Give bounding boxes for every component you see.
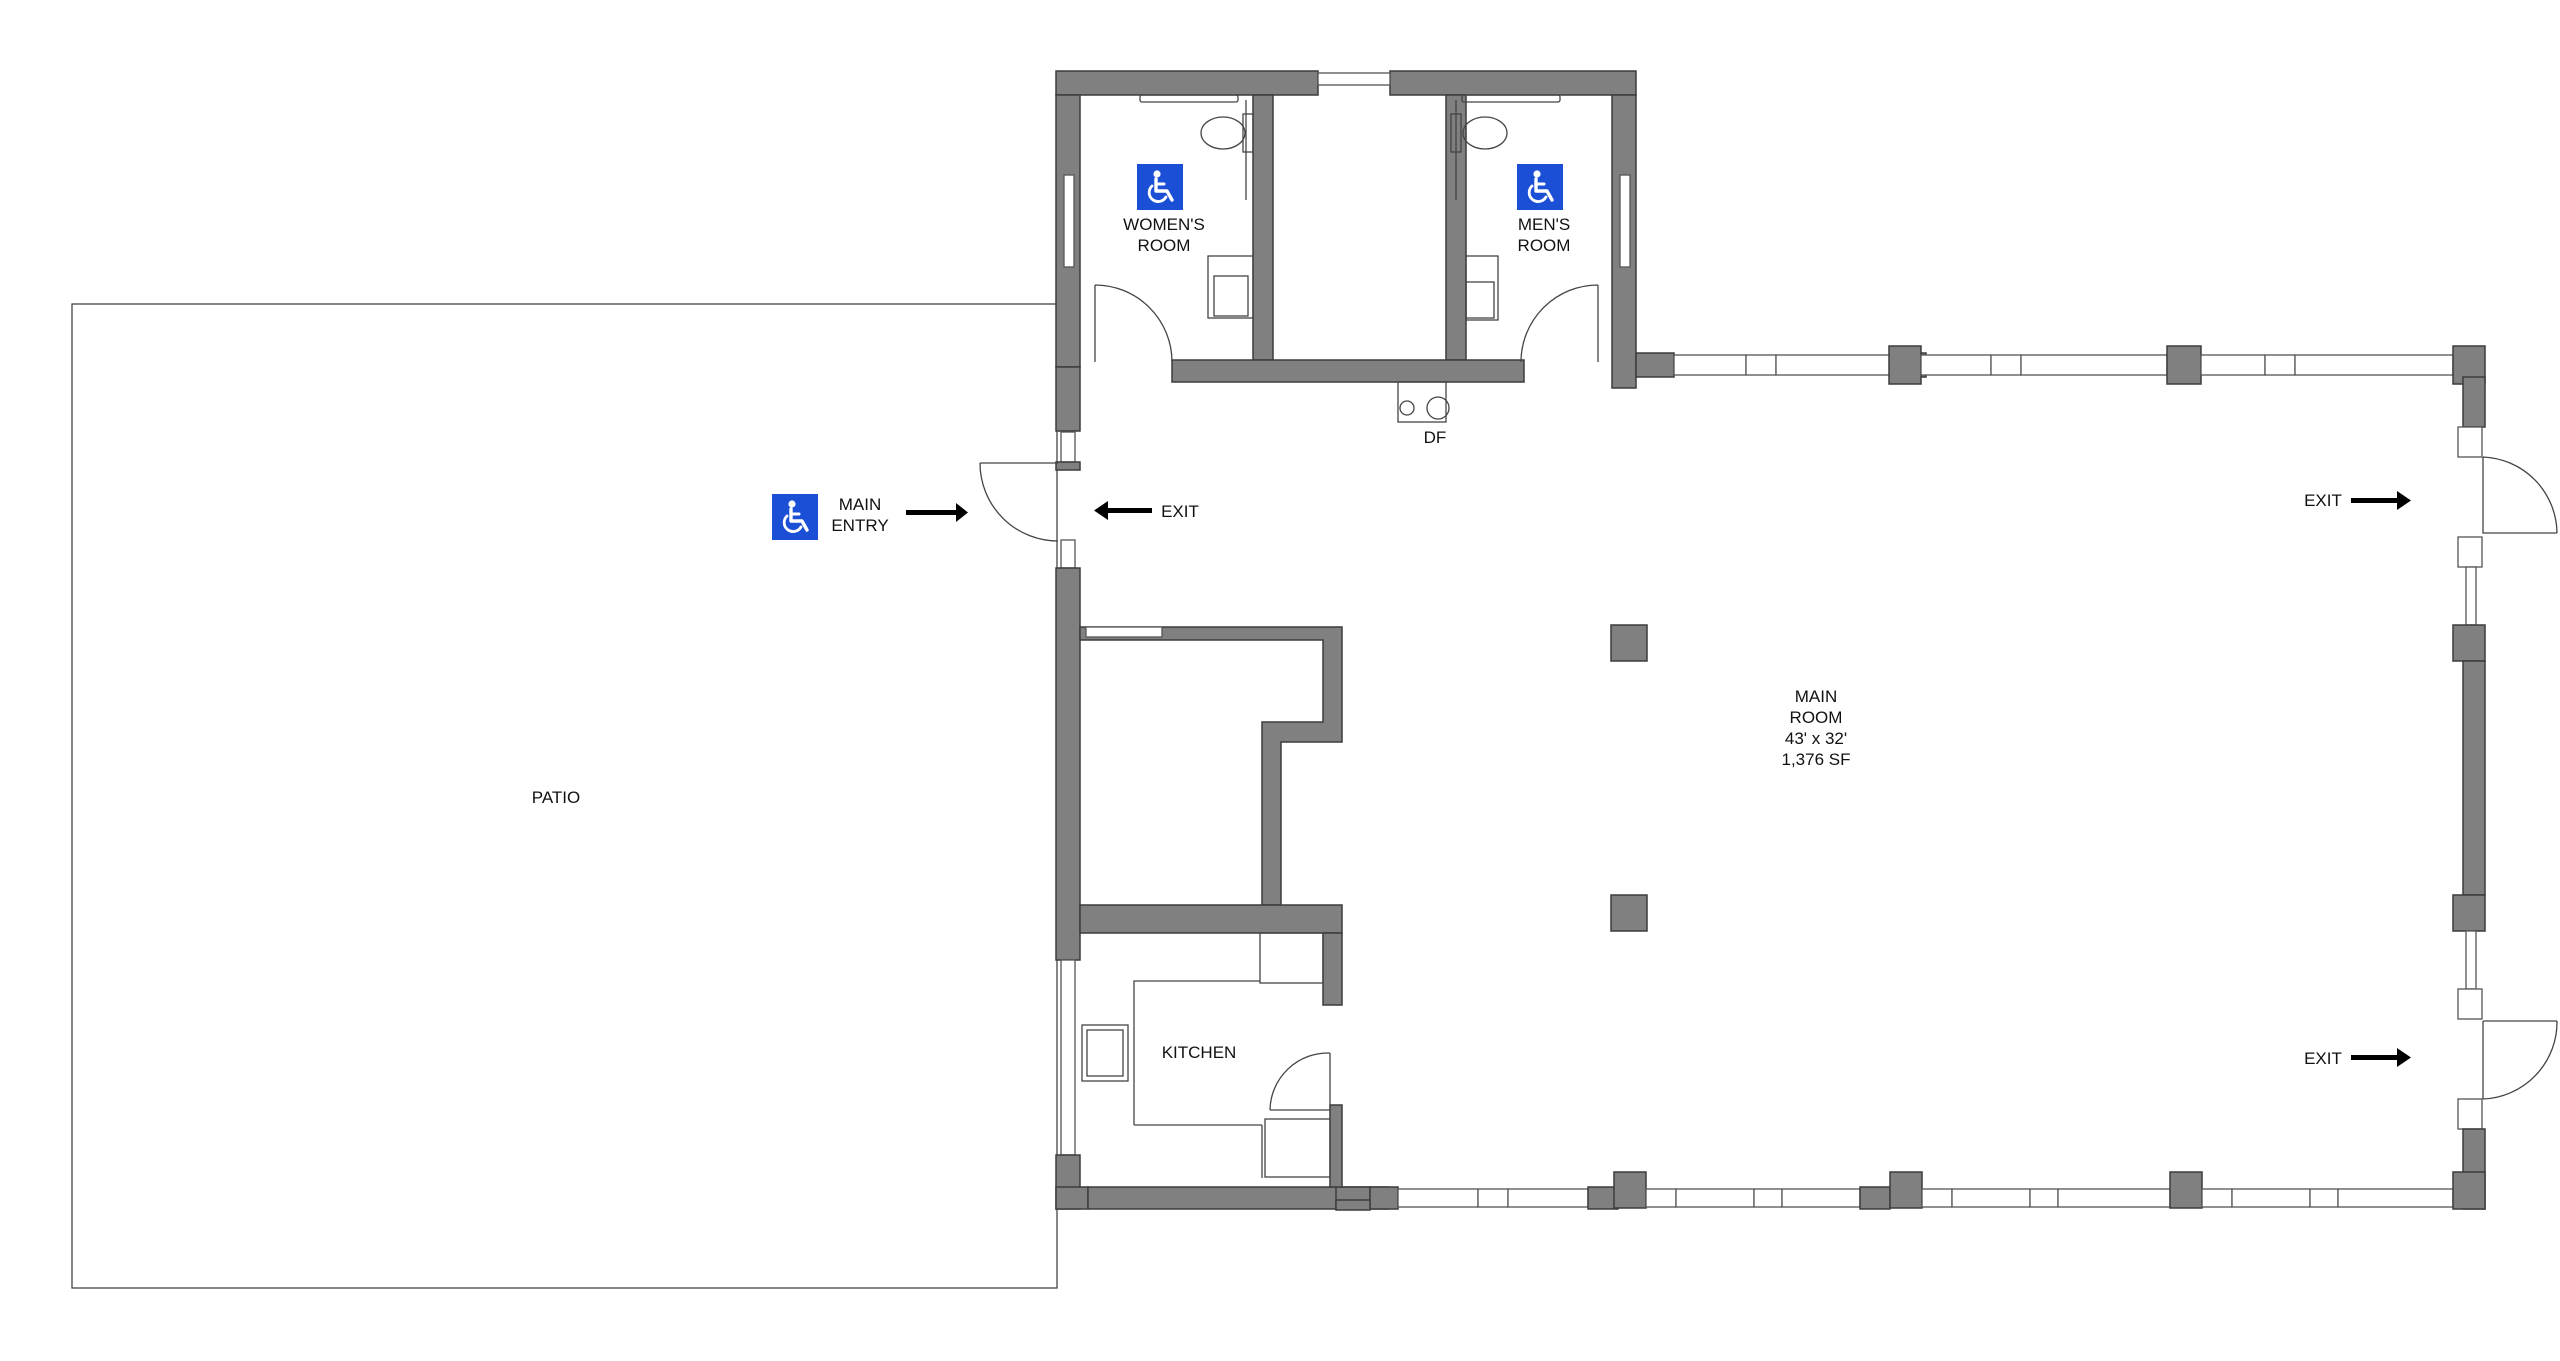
main-entry-label: MAIN [839, 495, 882, 514]
mens-room-label: MEN'S [1518, 215, 1570, 234]
main-room-label: ROOM [1790, 708, 1843, 727]
wheelchair-icon [1137, 164, 1183, 210]
exit-label: EXIT [2304, 491, 2342, 510]
main-entry-label: ENTRY [831, 516, 888, 535]
column [1610, 894, 1648, 932]
exit-label: EXIT [1161, 502, 1199, 521]
arrow-icon [2351, 491, 2411, 510]
main-room-label: MAIN [1795, 687, 1838, 706]
arrow-icon [906, 503, 968, 522]
drinking-fountain-label: DF [1424, 428, 1447, 447]
north-wall [1635, 345, 2486, 385]
east-wall [2452, 376, 2486, 1210]
mens-room-label: ROOM [1518, 236, 1571, 255]
womens-room-label: ROOM [1138, 236, 1191, 255]
column [1610, 624, 1648, 662]
patio-label: PATIO [532, 788, 581, 807]
main-room-area: 1,376 SF [1782, 750, 1851, 769]
wheelchair-icon [772, 494, 818, 540]
doors [979, 284, 2558, 1111]
kitchen-label: KITCHEN [1162, 1043, 1237, 1062]
main-room-dimensions: 43' x 32' [1785, 729, 1847, 748]
exit-label: EXIT [2304, 1049, 2342, 1068]
fixtures [1081, 94, 1561, 1178]
arrow-icon [2351, 1048, 2411, 1067]
restroom-block-walls [1055, 70, 1637, 389]
womens-room-label: WOMEN'S [1123, 215, 1205, 234]
arrow-icon [1094, 501, 1152, 520]
interior-walls [1079, 626, 1343, 1188]
west-wall [1055, 366, 1089, 1210]
wheelchair-icon [1517, 164, 1563, 210]
south-wall [1087, 1171, 2486, 1211]
